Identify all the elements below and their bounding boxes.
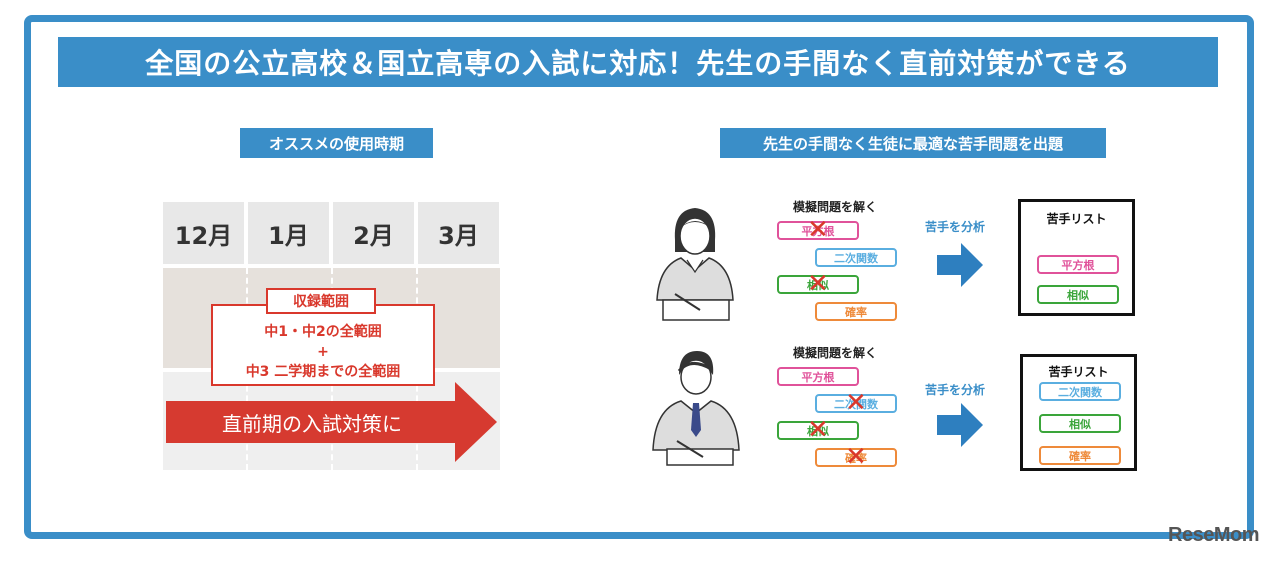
row2-subject-quadratic: 二次関数 <box>815 394 897 413</box>
wrong-mark-icon: ✕ <box>807 215 829 245</box>
row1-list-item: 相似 <box>1037 285 1119 304</box>
male-student-icon <box>652 351 740 466</box>
usage-period-tag: オススメの使用時期 <box>240 128 433 158</box>
wrong-mark-icon: ✕ <box>807 415 829 445</box>
row1-subject-similarity: 相似 <box>777 275 859 294</box>
pre-exam-arrow: 直前期の入試対策に <box>166 401 458 443</box>
row1-subject-square-root: 平方根 <box>777 221 859 240</box>
row2-subject-similarity: 相似 <box>777 421 859 440</box>
row2-subject-square-root: 平方根 <box>777 367 859 386</box>
month-march: 3月 <box>418 202 499 264</box>
row1-list-title: 苦手リスト <box>1046 212 1107 226</box>
usage-calendar: 12月 1月 2月 3月 中1・中2の全範囲 + 中3 二学期までの全範囲 収録… <box>163 202 500 470</box>
coverage-line-1: 中1・中2の全範囲 <box>264 324 382 340</box>
coverage-plus: + <box>317 344 329 360</box>
female-student-icon <box>656 208 734 321</box>
headline-banner: 全国の公立高校＆国立高専の入試に対応！先生の手間なく直前対策ができる <box>58 37 1218 87</box>
resemom-logo: ReseMom <box>1168 524 1259 546</box>
wrong-mark-icon: ✕ <box>845 442 867 472</box>
row1-task-title: 模擬問題を解く <box>793 200 878 214</box>
row2-list-title: 苦手リスト <box>1048 365 1109 379</box>
analyze-arrow-icon <box>937 243 983 287</box>
wrong-mark-icon: ✕ <box>845 388 867 418</box>
row1-weakness-list: 苦手リスト 平方根 相似 <box>1018 199 1135 316</box>
row1-subject-probability: 確率 <box>815 302 897 321</box>
row2-list-item: 相似 <box>1039 414 1121 433</box>
row2-analyze-label: 苦手を分析 <box>925 383 986 397</box>
row2-list-item: 二次関数 <box>1039 382 1121 401</box>
month-january: 1月 <box>248 202 329 264</box>
month-february: 2月 <box>333 202 414 264</box>
coverage-line-2: 中3 二学期までの全範囲 <box>245 364 401 380</box>
row2-weakness-list: 苦手リスト 二次関数 相似 確率 <box>1020 354 1137 471</box>
analyze-arrow-icon <box>937 403 983 447</box>
coverage-label: 収録範囲 <box>266 288 376 314</box>
row1-analyze-label: 苦手を分析 <box>925 220 986 234</box>
row1-list-item: 平方根 <box>1037 255 1119 274</box>
row2-task-title: 模擬問題を解く <box>793 346 878 360</box>
wrong-mark-icon: ✕ <box>807 269 829 299</box>
coverage-box: 中1・中2の全範囲 + 中3 二学期までの全範囲 <box>211 304 435 386</box>
month-december: 12月 <box>163 202 244 264</box>
row1-subject-quadratic: 二次関数 <box>815 248 897 267</box>
teacher-benefit-tag: 先生の手間なく生徒に最適な苦手問題を出題 <box>720 128 1106 158</box>
row2-list-item: 確率 <box>1039 446 1121 465</box>
row2-subject-probability: 確率 <box>815 448 897 467</box>
pre-exam-arrow-head <box>455 382 497 462</box>
